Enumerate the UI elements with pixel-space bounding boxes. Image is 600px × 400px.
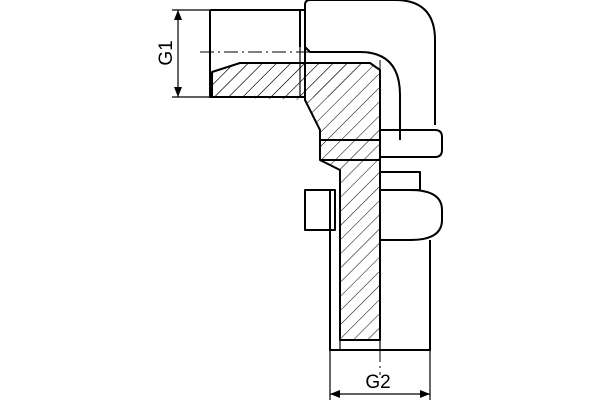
section-hatching bbox=[211, 62, 381, 341]
g1-label: G1 bbox=[156, 40, 177, 65]
g2-label: G2 bbox=[365, 372, 390, 393]
g2-dimension: G2 bbox=[329, 350, 431, 400]
flange bbox=[304, 129, 443, 241]
g1-dimension: G1 bbox=[156, 9, 210, 98]
